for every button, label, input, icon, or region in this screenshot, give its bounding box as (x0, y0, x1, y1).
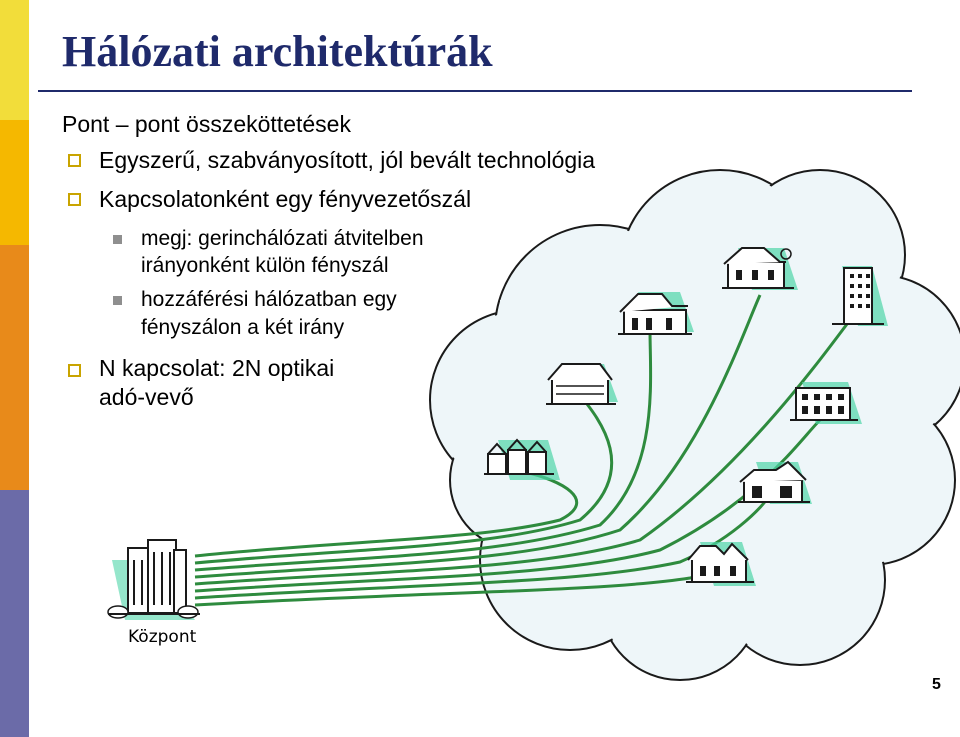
house-icon (722, 247, 798, 290)
house-icon (686, 542, 756, 586)
central-office-building (107, 539, 200, 620)
bullet-marker (68, 193, 81, 206)
slide-title: Hálózati architektúrák (62, 27, 493, 76)
sub-bullet-marker (113, 235, 122, 244)
sidebar-segment (0, 490, 29, 737)
sub-bullet-marker (113, 296, 122, 305)
sidebar-segment (0, 0, 29, 120)
bullet-text-continued: adó-vevő (99, 384, 194, 410)
apartment-building-icon (832, 266, 888, 326)
house-icon (546, 363, 618, 405)
central-office-label: Központ (128, 627, 197, 647)
sub-bullet-text-continued: fényszálon a két irány (141, 316, 345, 339)
house-icon (618, 292, 694, 335)
slide-subtitle: Pont – pont összeköttetések (62, 111, 351, 137)
bullet-text: Egyszerű, szabványosított, jól bevált te… (99, 147, 596, 173)
sidebar-decoration (0, 0, 29, 737)
sidebar-segment (0, 245, 29, 490)
bullet-text: Kapcsolatonként egy fényvezetőszál (99, 186, 472, 212)
sub-bullet-text: megj: gerinchálózati átvitelben (141, 227, 424, 250)
house-icon (484, 438, 560, 480)
title-divider (38, 90, 912, 92)
bullet-text: N kapcsolat: 2N optikai (99, 355, 335, 381)
house-icon (738, 460, 812, 504)
bullet-marker (68, 154, 81, 167)
bullet-marker (68, 364, 81, 377)
apartment-building-icon (790, 382, 862, 424)
sidebar-segment (0, 120, 29, 245)
sub-bullet-text: hozzáférési hálózatban egy (141, 288, 397, 311)
sub-bullet-text-continued: irányonként külön fényszál (141, 254, 389, 277)
page-number: 5 (932, 676, 941, 693)
